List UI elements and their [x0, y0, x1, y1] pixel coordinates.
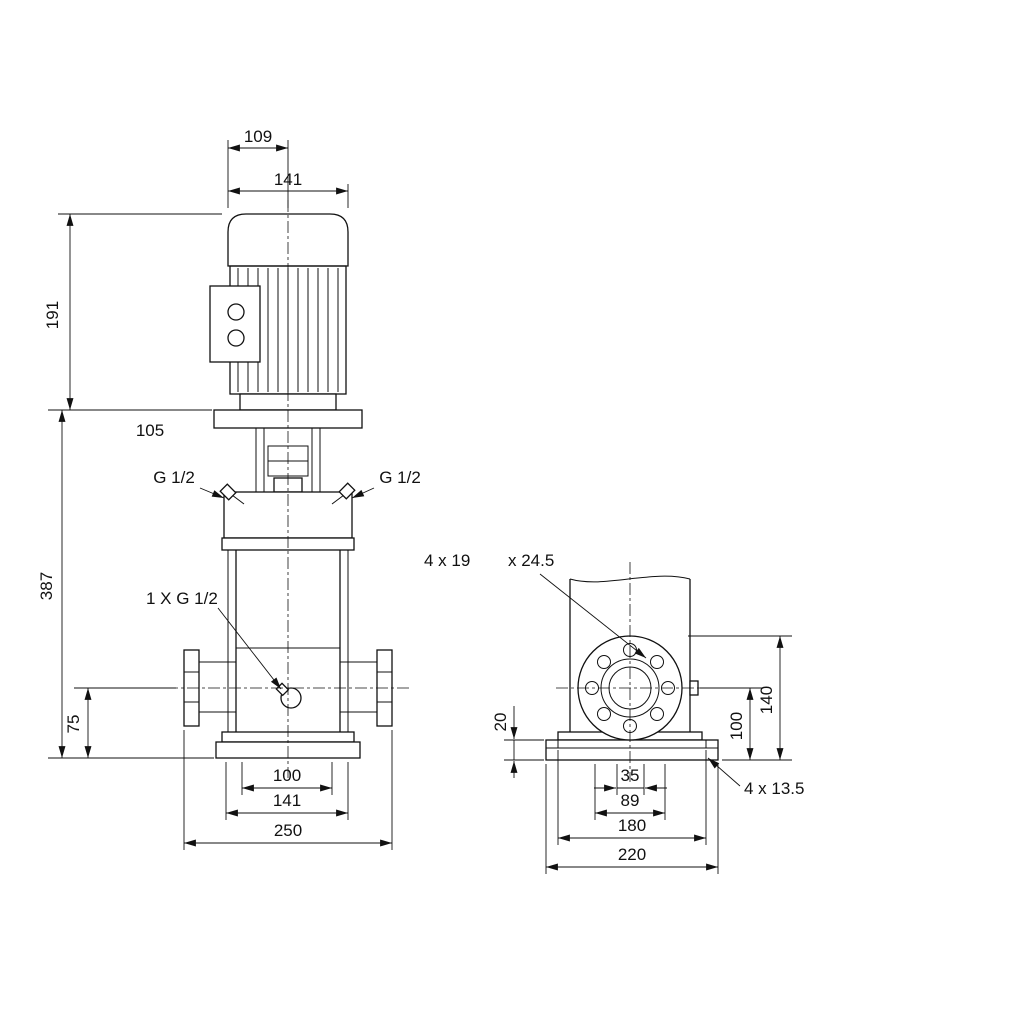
vent-plug-left	[219, 483, 237, 501]
dim-220-label: 220	[618, 845, 646, 864]
g-half-right-label: G 1/2	[379, 468, 421, 487]
dim-20-label: 20	[491, 713, 510, 732]
flange-holes-depth-label: x 24.5	[508, 551, 554, 570]
front-view: 109 141 191 105 G 1/2 G 1/2	[37, 127, 421, 850]
side-sleeve-break	[569, 575, 691, 583]
flange-left-holes	[184, 671, 199, 703]
flange-right-holes	[377, 671, 392, 703]
dim-35-label: 35	[621, 766, 640, 785]
dim-141-bottom-label: 141	[273, 791, 301, 810]
dim-20: 20	[491, 706, 544, 778]
vent-plug-right	[338, 482, 356, 500]
flange-holes-label: 4 x 19	[424, 551, 470, 570]
motor	[209, 213, 349, 411]
dim-140-label: 140	[757, 686, 776, 714]
dim-100-front-label: 100	[273, 766, 301, 785]
dim-250-label: 250	[274, 821, 302, 840]
base-chamfers	[557, 740, 707, 748]
drain-label: 1 X G 1/2	[146, 589, 218, 608]
dim-180-label: 180	[618, 816, 646, 835]
callout-g-half-right: G 1/2	[351, 468, 421, 499]
dim-35: 35	[594, 764, 667, 795]
cable-entry-top	[227, 303, 245, 321]
dim-220: 220	[545, 764, 719, 874]
drain-plug-boss	[280, 687, 302, 709]
dim-387-label: 387	[37, 572, 56, 600]
stool-columns	[255, 428, 321, 492]
callout-flange-holes: 4 x 19 x 24.5	[424, 551, 647, 659]
dim-387: 387	[37, 410, 214, 759]
dim-109: 109	[227, 127, 289, 208]
dim-100-front: 100	[241, 762, 333, 795]
dim-180: 180	[557, 750, 707, 845]
dim-89-label: 89	[621, 791, 640, 810]
dim-89: 89	[594, 764, 666, 820]
side-sleeve	[569, 575, 691, 732]
base-holes-label: 4 x 13.5	[744, 779, 805, 798]
dim-250: 250	[183, 730, 393, 850]
g-half-left-label: G 1/2	[153, 468, 195, 487]
dim-141-top: 141	[228, 170, 349, 208]
cable-entry-bottom	[227, 329, 245, 347]
flange-left-neck	[199, 661, 236, 713]
callout-drain: 1 X G 1/2	[146, 589, 282, 690]
dim-100-side-label: 100	[727, 712, 746, 740]
tie-rods	[227, 550, 349, 732]
dim-109-label: 109	[244, 127, 272, 146]
side-view: 4 x 19 x 24.5 20 100 140	[424, 551, 805, 874]
flange-right-neck	[340, 661, 377, 713]
dim-191-label: 191	[43, 301, 62, 329]
terminal-box	[209, 285, 261, 363]
motor-fan-cover	[227, 213, 349, 267]
callout-base-holes: 4 x 13.5	[707, 757, 805, 798]
callout-g-half-left: G 1/2	[153, 468, 225, 499]
dim-105: 105	[136, 421, 164, 440]
base-plate-side	[545, 739, 719, 761]
dim-191: 191	[43, 213, 222, 411]
dim-140: 140	[688, 635, 792, 761]
dim-75: 75	[64, 687, 176, 758]
dim-75-label: 75	[64, 715, 83, 734]
dim-141-top-label: 141	[274, 170, 302, 189]
dim-141-bottom: 141	[225, 762, 349, 820]
side-sleeve-walls	[569, 579, 691, 732]
dim-105-label: 105	[136, 421, 164, 440]
pump-head	[219, 477, 356, 539]
sleeve-walls	[235, 550, 341, 732]
